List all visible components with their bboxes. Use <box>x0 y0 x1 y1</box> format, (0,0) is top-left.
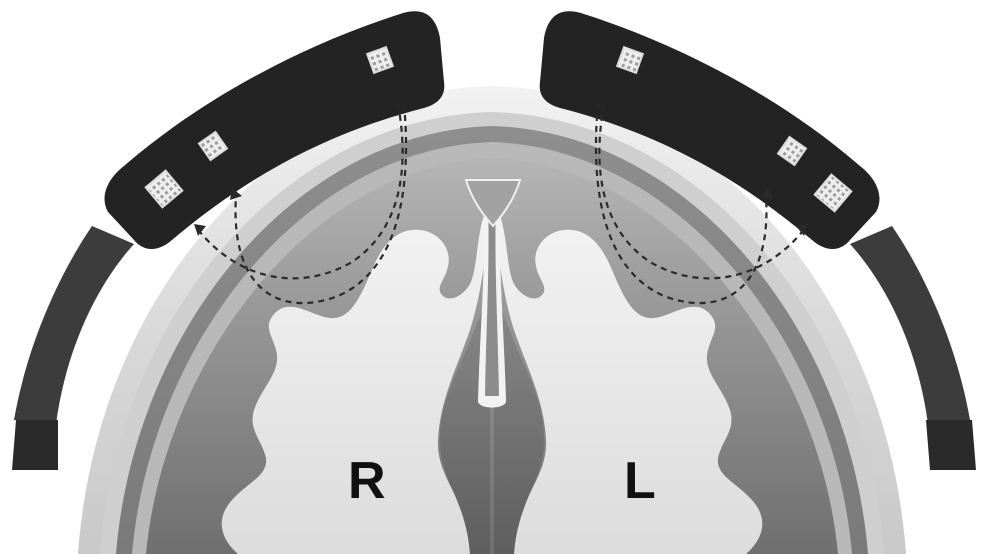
hemisphere-label-right: R <box>348 452 386 510</box>
headband-clip-left <box>926 420 976 470</box>
hemisphere-label-left: L <box>624 452 656 510</box>
headband-clip-right <box>12 420 58 470</box>
